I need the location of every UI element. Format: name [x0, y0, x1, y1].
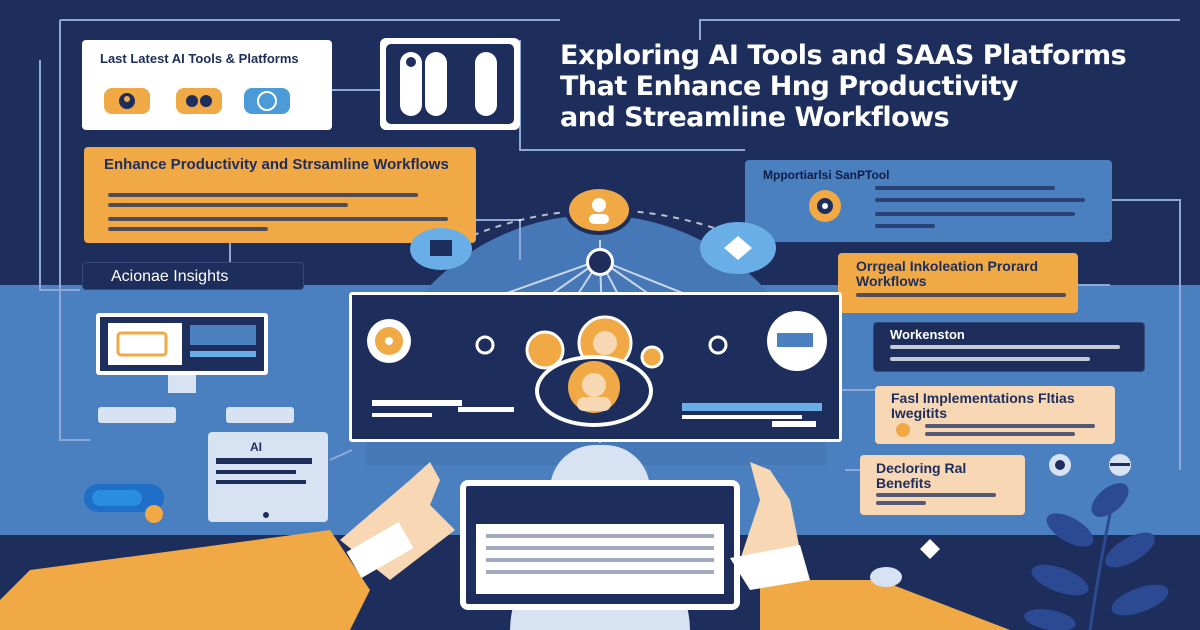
original-workflows-heading: Orrgeal Inkoleation Prorard Workflows [856, 258, 1039, 289]
title-line-3: and Streamline Workflows [560, 102, 950, 133]
text-line [875, 186, 1055, 190]
latest-tools-card: Last Latest AI Tools & Platforms [82, 40, 332, 130]
page-title: Exploring AI Tools and SAAS Platforms Th… [560, 40, 1180, 133]
text-line [925, 424, 1095, 428]
text-line [890, 345, 1120, 349]
latest-tools-heading: Last Latest AI Tools & Platforms [100, 51, 299, 66]
text-line [108, 217, 448, 221]
insights-label: Acionae Insights [82, 262, 304, 290]
text-line [875, 212, 1075, 216]
real-benefits-card: Decloring Ral Benefits [860, 455, 1025, 515]
saas-tool-card: Mpportiarlsi SanPTool [745, 160, 1112, 242]
monitor-stand [98, 375, 294, 423]
original-workflows-card: Orrgeal Inkoleation Prorard Workflows [838, 253, 1078, 313]
text-line [108, 227, 268, 231]
toggle-switch-icon [84, 484, 164, 523]
title-line-2: That Enhance Hng Productivity [560, 71, 1019, 102]
workenston-card: Workenston [873, 322, 1145, 372]
text-line [108, 193, 418, 197]
chart-icon [896, 423, 910, 437]
figure-arms [0, 462, 1010, 630]
tablet-device: AI [208, 432, 328, 522]
fast-implementations-card: Fasl Implementations Fltias Iwegitits [875, 386, 1115, 444]
dot-buttons-icon [1049, 454, 1131, 476]
diamond-icon [870, 539, 940, 587]
avatar [535, 355, 653, 427]
people-icon [176, 88, 222, 114]
text-line [876, 493, 996, 497]
enhance-card: Enhance Productivity and Strsamline Work… [84, 147, 476, 243]
hub-node [586, 248, 614, 276]
user-icon [565, 185, 633, 235]
toggle-widget [380, 38, 520, 130]
laptop [460, 480, 740, 610]
envelope-icon [700, 222, 776, 274]
monitor-icon [410, 228, 472, 270]
text-line [875, 198, 1085, 202]
title-line-1: Exploring AI Tools and SAAS Platforms [560, 40, 1127, 71]
enhance-heading: Enhance Productivity and Strsamline Work… [104, 156, 449, 173]
tablet-label: AI [250, 440, 262, 454]
gear-icon [809, 190, 841, 222]
text-line [875, 224, 935, 228]
real-benefits-heading: Decloring Ral Benefits [876, 460, 967, 491]
team-icon [104, 88, 150, 114]
text-line [925, 432, 1075, 436]
cloud-icon [244, 88, 290, 114]
text-line [876, 501, 926, 505]
text-line [856, 293, 1066, 297]
saas-tool-heading: Mpportiarlsi SanPTool [763, 168, 890, 182]
workenston-heading: Workenston [890, 327, 965, 342]
desktop-monitor [96, 313, 268, 375]
fast-implementations-heading: Fasl Implementations Fltias Iwegitits [891, 390, 1075, 421]
text-line [108, 203, 348, 207]
text-line [890, 357, 1090, 361]
leaf-icon [1024, 483, 1169, 630]
